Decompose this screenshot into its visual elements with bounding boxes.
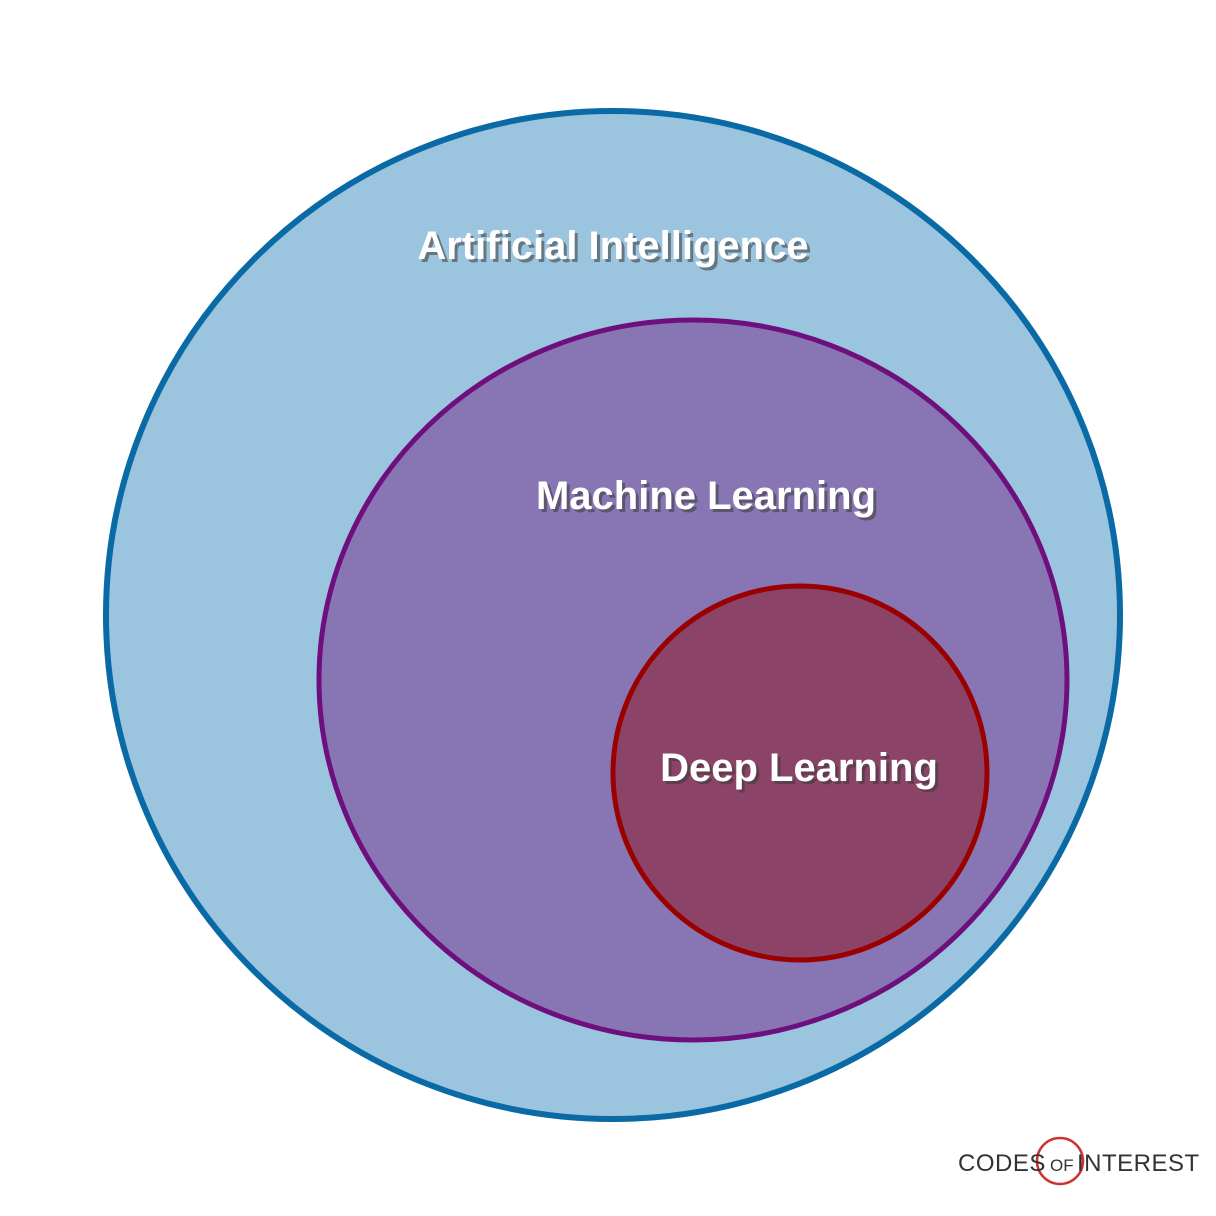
ai-label: Artificial Intelligence xyxy=(417,224,808,268)
dl-label-shadow: Deep Learning xyxy=(663,749,941,793)
set-deep-learning xyxy=(610,583,990,963)
codes-of-interest-logo: CODES OF INTEREST xyxy=(958,1136,1200,1186)
dl-label: Deep Learning xyxy=(660,746,938,790)
ml-label: Machine Learning xyxy=(536,474,876,518)
logo-word-codes: CODES xyxy=(958,1150,1046,1177)
logo-word-interest: INTEREST xyxy=(1077,1150,1200,1177)
logo-word-of: OF xyxy=(1050,1156,1074,1175)
ai-label-shadow: Artificial Intelligence xyxy=(420,227,811,271)
logo-ring-icon xyxy=(1035,1136,1085,1186)
dl-circle xyxy=(610,583,990,963)
ml-label-shadow: Machine Learning xyxy=(539,477,879,521)
